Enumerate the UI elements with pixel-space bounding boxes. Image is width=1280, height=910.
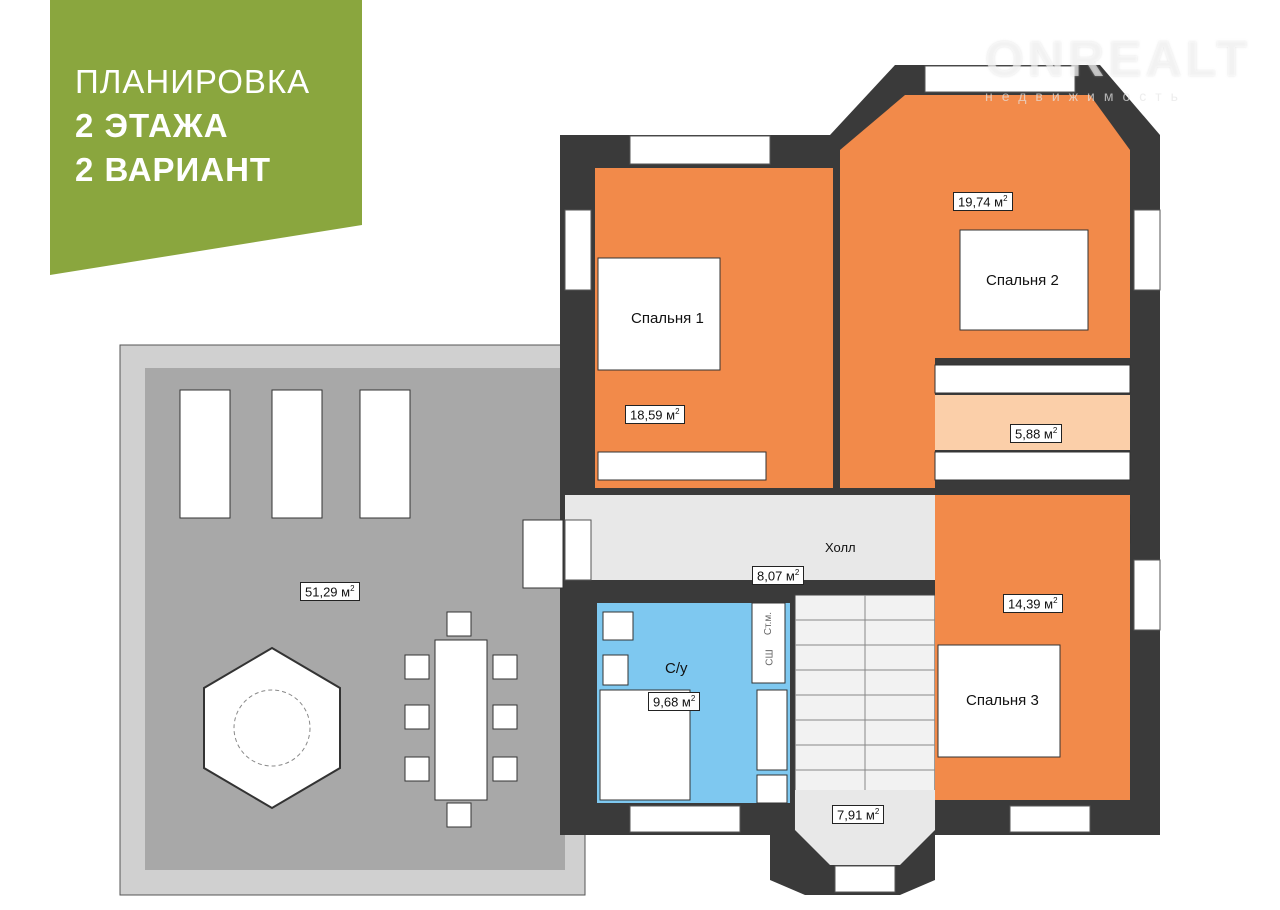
- gazebo: [203, 646, 341, 810]
- windows: [564, 65, 1161, 893]
- room-area-bedroom-3: 14,39 м2: [1003, 594, 1063, 614]
- dining-table: [404, 611, 518, 828]
- room-area-landing: 7,91 м2: [832, 805, 885, 825]
- logo-subtitle: недвижимость: [985, 88, 1187, 104]
- banner-shape: [50, 0, 362, 275]
- banner-line-2: 2 ЭТАЖА: [75, 107, 229, 144]
- room-name-bedroom-1: Спальня 1: [631, 310, 704, 327]
- beds: [597, 229, 1089, 758]
- room-name-bedroom-2: Спальня 2: [986, 272, 1059, 289]
- room-area-bedroom-1: 18,59 м2: [625, 405, 685, 425]
- riser-label: Ст.м.: [763, 611, 775, 636]
- room-area-bathroom: 9,68 м2: [648, 692, 701, 712]
- banner-line-1: ПЛАНИРОВКА: [75, 63, 311, 100]
- bath-fixtures: [599, 602, 788, 804]
- room-name-bedroom-3: Спальня 3: [966, 692, 1039, 709]
- room-area-closet: 5,88 м2: [1010, 424, 1063, 444]
- landing-floor: [795, 790, 935, 865]
- room-name-hall: Холл: [825, 540, 856, 555]
- terrace-steps: [522, 519, 564, 589]
- room-name-bathroom: С/у: [665, 660, 688, 677]
- banner-title: ПЛАНИРОВКА 2 ЭТАЖА 2 ВАРИАНТ: [75, 60, 310, 192]
- banner-line-3: 2 ВАРИАНТ: [75, 151, 272, 188]
- logo-watermark: ONREALT: [985, 31, 1251, 87]
- room-area-terrace: 51,29 м2: [300, 582, 360, 602]
- room-area-hall: 8,07 м2: [752, 566, 805, 586]
- room-area-bedroom-2: 19,74 м2: [953, 192, 1013, 212]
- dryer-label: СШ: [764, 649, 776, 666]
- sun-loungers: [179, 389, 411, 519]
- hall-floor: [565, 495, 935, 580]
